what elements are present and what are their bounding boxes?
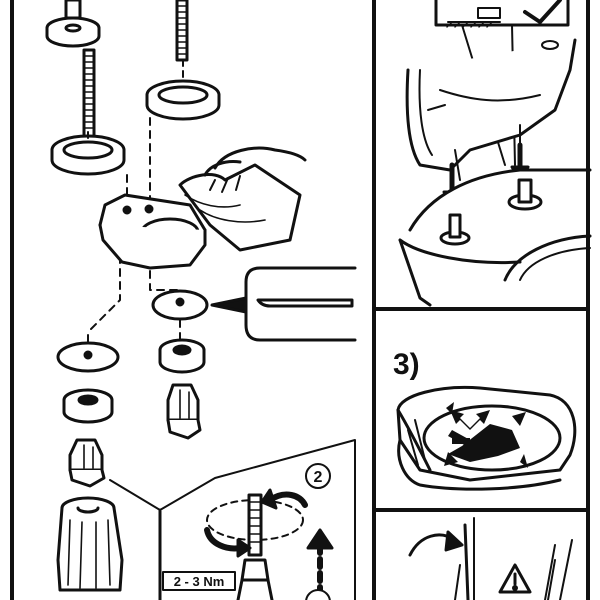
- top-right-panel: [398, 0, 592, 307]
- cloth-wipe-icon: [178, 146, 307, 252]
- bottom-right-subpanel: [544, 539, 573, 600]
- panel-frame: [10, 0, 590, 600]
- step-two-badge: 2: [305, 463, 331, 489]
- grommet-right: [158, 338, 206, 374]
- anchor-left: [68, 438, 106, 488]
- washer-ring-left: [50, 131, 126, 176]
- cross-arrows-icon: [444, 402, 528, 468]
- warning-triangle-icon: [498, 563, 532, 594]
- step-one-badge: [305, 589, 331, 600]
- svg-text:2 - 3 Nm: 2 - 3 Nm: [174, 574, 225, 589]
- left-bolt-assembly: [45, 0, 101, 140]
- bottom-left-subpanel: [408, 523, 470, 600]
- grommet-left: [62, 388, 114, 424]
- svg-text:3): 3): [393, 348, 420, 381]
- flat-washer-left: [56, 341, 120, 373]
- hinge-plate: [98, 193, 207, 270]
- washer-ring-right: [145, 59, 221, 121]
- flat-washer-right: [151, 289, 209, 321]
- torque-label: 2 - 3 Nm: [162, 571, 236, 591]
- step-three-panel: 3): [393, 348, 577, 491]
- gasket-detail-callout: [210, 266, 357, 342]
- anchor-right: [166, 383, 202, 440]
- svg-text:2: 2: [314, 469, 323, 486]
- right-bolt-assembly: [175, 0, 189, 62]
- wall-plug: [56, 496, 124, 592]
